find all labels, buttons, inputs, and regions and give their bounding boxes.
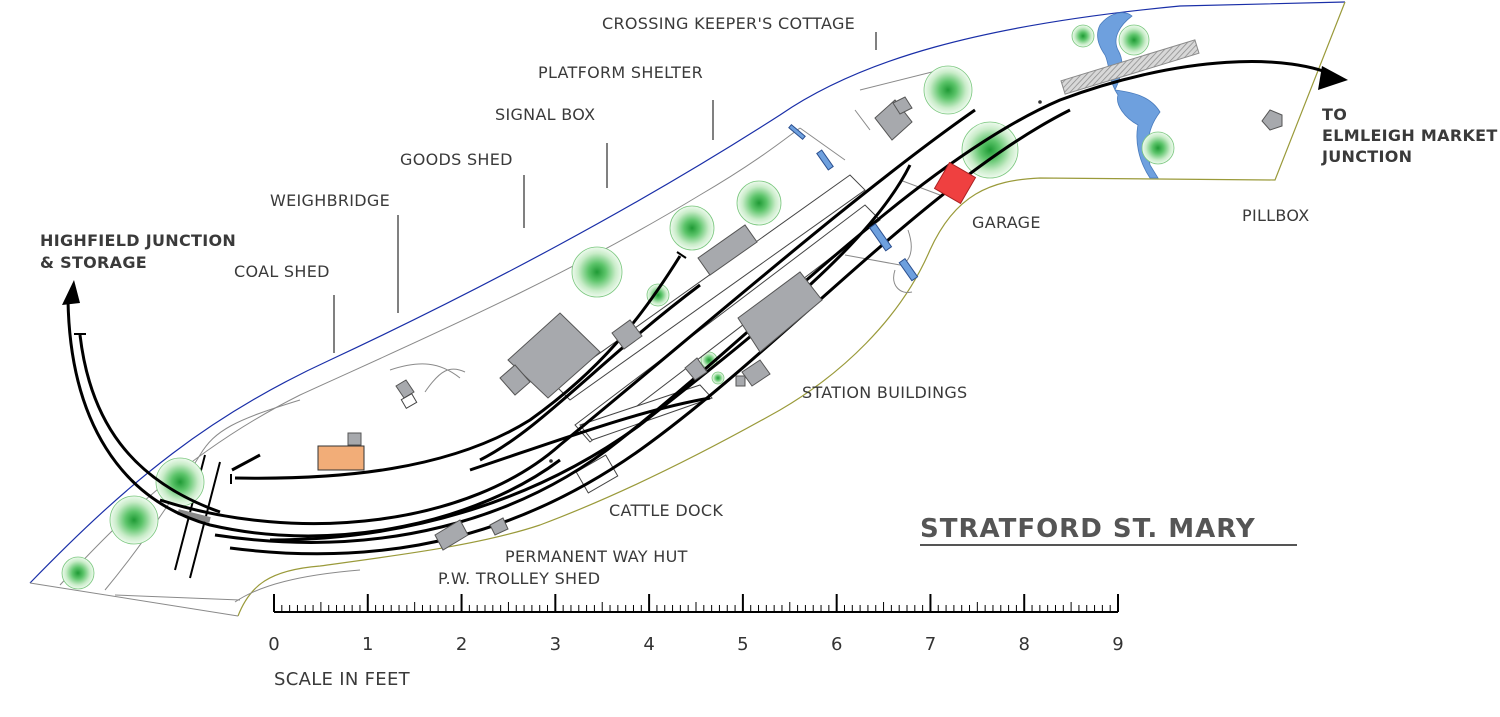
coal-shed-building xyxy=(317,445,365,471)
label-highfield-storage: & STORAGE xyxy=(40,253,147,272)
scale-number: 8 xyxy=(1018,634,1029,655)
crossing-gate xyxy=(898,257,919,282)
overbridge-east xyxy=(1060,39,1200,95)
label-pillbox: PILLBOX xyxy=(1242,206,1310,225)
label-goods-shed: GOODS SHED xyxy=(400,150,513,169)
pillbox-building xyxy=(1261,109,1283,131)
label-signal-box: SIGNAL BOX xyxy=(495,105,595,124)
weighbridge-plate xyxy=(400,392,418,410)
pw-trolley-shed xyxy=(434,519,469,551)
tree xyxy=(155,457,205,507)
label-elmleigh-market: ELMLEIGH MARKET xyxy=(1322,126,1498,145)
goods-shed xyxy=(507,312,601,399)
road-west xyxy=(104,399,301,591)
arrow-elmleigh-icon xyxy=(1318,66,1348,90)
scale-number: 7 xyxy=(925,634,936,655)
marker-dot xyxy=(1038,100,1042,104)
label-garage: GARAGE xyxy=(972,213,1041,232)
crossing-gate xyxy=(868,223,893,252)
crossing-keepers-cottage xyxy=(874,99,913,141)
tree xyxy=(923,65,973,115)
station-annex-2 xyxy=(741,359,771,387)
buildings xyxy=(317,96,1283,551)
storage-line xyxy=(78,334,221,514)
scale-bar: 0 1 2 3 4 5 6 7 8 9 xyxy=(268,594,1124,655)
dock-siding xyxy=(469,396,711,472)
buffer-stop xyxy=(676,251,687,259)
scale-number: 6 xyxy=(831,634,842,655)
tree xyxy=(109,495,159,545)
station-annex-3 xyxy=(735,375,746,387)
tree xyxy=(669,205,715,251)
tracks xyxy=(66,60,1341,556)
trees xyxy=(61,24,1175,590)
scale-number: 2 xyxy=(456,634,467,655)
main-line-up xyxy=(214,60,1341,544)
road-north xyxy=(59,127,801,586)
leader-lines xyxy=(333,32,877,353)
loop-line xyxy=(159,108,976,526)
scale-number: 5 xyxy=(737,634,748,655)
tree xyxy=(961,121,1019,179)
scale-number: 3 xyxy=(550,634,561,655)
scale-number: 0 xyxy=(268,634,279,655)
tree xyxy=(571,246,623,298)
tree xyxy=(646,283,670,307)
scale-number: 1 xyxy=(362,634,373,655)
north-boundary xyxy=(29,1,1346,584)
label-permanent-way-hut: PERMANENT WAY HUT xyxy=(505,547,688,566)
label-to: TO xyxy=(1322,105,1347,124)
coal-siding xyxy=(231,453,261,472)
garage-building xyxy=(933,161,977,205)
label-platform-shelter: PLATFORM SHELTER xyxy=(538,63,703,82)
label-pw-trolley-shed: P.W. TROLLEY SHED xyxy=(438,569,600,588)
crossing-gate xyxy=(788,123,806,141)
arrow-highfield-icon xyxy=(62,280,80,305)
tree xyxy=(1118,24,1150,56)
label-cattle-dock: CATTLE DOCK xyxy=(609,501,723,520)
yard-spur xyxy=(479,283,701,462)
label-crossing-keepers-cottage: CROSSING KEEPER'S COTTAGE xyxy=(602,14,855,33)
permanent-way-hut xyxy=(489,517,509,536)
marker-dot xyxy=(549,459,553,463)
weighbridge-office xyxy=(395,379,415,399)
label-weighbridge: WEIGHBRIDGE xyxy=(270,191,390,210)
tree xyxy=(711,371,725,385)
weighbridge-hut xyxy=(347,432,362,446)
label-junction: JUNCTION xyxy=(1321,147,1412,166)
tree xyxy=(61,556,95,590)
cottage-extension xyxy=(892,96,913,115)
diagram-title: STRATFORD ST. MARY xyxy=(920,514,1256,544)
platform-shelter xyxy=(697,224,758,276)
main-line-down xyxy=(229,108,1071,556)
label-coal-shed: COAL SHED xyxy=(234,262,330,281)
level-crossing xyxy=(788,123,919,282)
tree xyxy=(1141,131,1175,165)
headshunt-west xyxy=(66,299,561,538)
road-south xyxy=(114,569,361,603)
goods-yard-outline xyxy=(389,363,466,393)
scale-number: 4 xyxy=(643,634,654,655)
tree xyxy=(736,180,782,226)
station-annex-1 xyxy=(684,357,708,381)
south-boundary xyxy=(237,1,1346,617)
crossing-gate xyxy=(816,149,834,171)
label-station-buildings: STATION BUILDINGS xyxy=(802,383,968,402)
bridge-deck-west xyxy=(177,509,211,523)
goods-siding xyxy=(234,255,682,480)
station-building xyxy=(737,271,823,353)
signal-box xyxy=(611,319,643,350)
scale-caption: SCALE IN FEET xyxy=(274,669,411,690)
tree xyxy=(1071,24,1095,48)
scale-number: 9 xyxy=(1112,634,1123,655)
baseboard-edge xyxy=(29,582,239,617)
label-highfield-junction: HIGHFIELD JUNCTION xyxy=(40,231,236,250)
goods-shed-annex xyxy=(499,364,531,396)
